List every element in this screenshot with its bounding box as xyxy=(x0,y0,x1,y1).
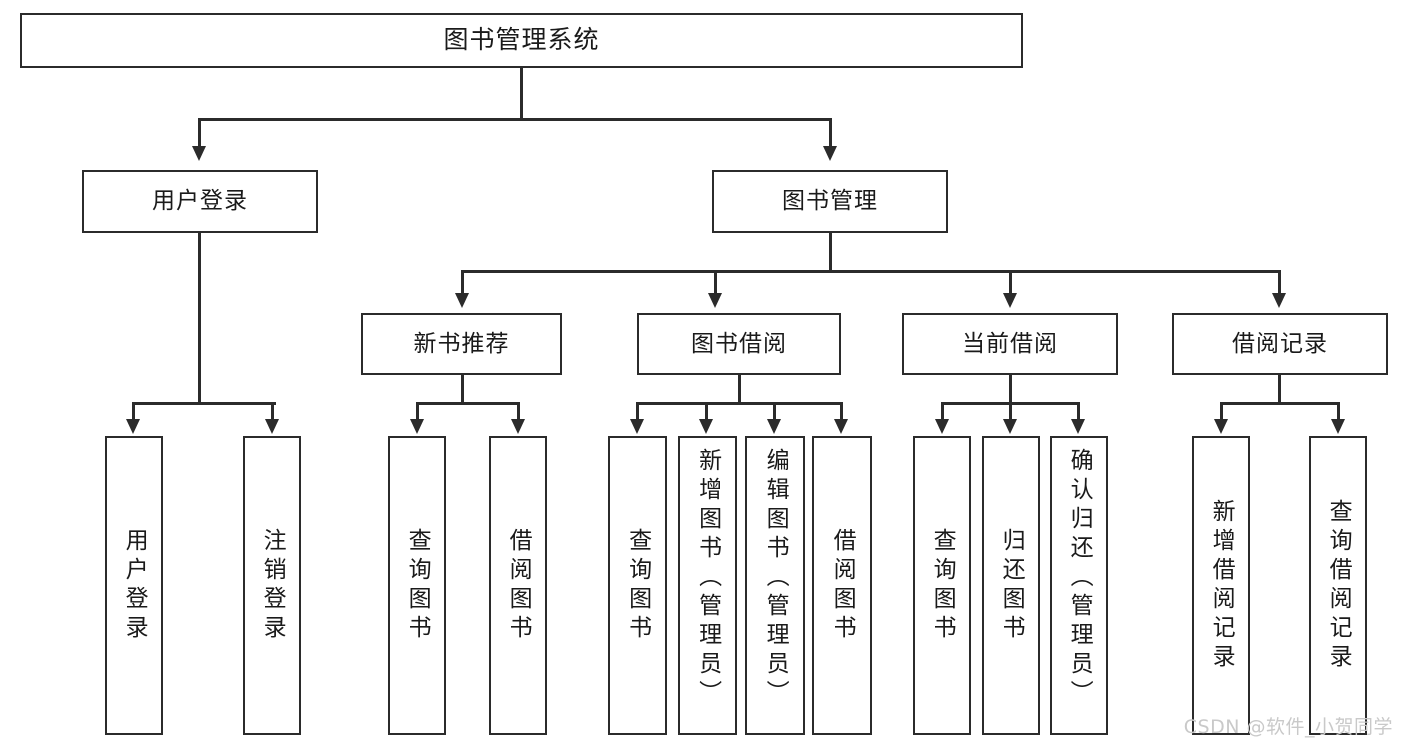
node-new-book-recommend[interactable]: 新书推荐 xyxy=(361,313,562,375)
edge-bb-to-leaf-2 xyxy=(705,402,708,421)
node-label: 当前借阅 xyxy=(962,330,1058,357)
edge-br-to-leaf-2 xyxy=(1337,402,1340,421)
node-current-borrow[interactable]: 当前借阅 xyxy=(902,313,1118,375)
edge-bm-to-borrow-record xyxy=(1278,270,1281,295)
edge-bb-to-leaf-4 xyxy=(840,402,843,421)
edge-book-borrow-bus xyxy=(636,402,843,405)
node-label: 借阅记录 xyxy=(1232,330,1328,357)
arrow-to-new-book-recommend xyxy=(455,293,469,308)
node-label: 用户登录 xyxy=(152,188,248,215)
leaf-add-borrow-record[interactable]: 新增借阅记录 xyxy=(1192,436,1250,735)
edge-cb-to-leaf-3 xyxy=(1077,402,1080,421)
node-label: 图书管理 xyxy=(782,188,878,215)
node-label: 用户登录 xyxy=(121,527,148,644)
edge-br-to-leaf-1 xyxy=(1220,402,1223,421)
arrow-to-leaf-query-book-1 xyxy=(410,419,424,434)
node-label: 借阅图书 xyxy=(829,527,856,644)
node-label: 图书借阅 xyxy=(691,330,787,357)
leaf-return-book[interactable]: 归还图书 xyxy=(982,436,1040,735)
edge-borrow-record-stem xyxy=(1278,375,1281,404)
arrow-to-leaf-confirm-return xyxy=(1071,419,1085,434)
edge-book-management-bus xyxy=(461,270,1280,273)
node-label: 新书推荐 xyxy=(413,330,510,357)
leaf-borrow-book-recommend[interactable]: 借阅图书 xyxy=(489,436,547,735)
node-book-management[interactable]: 图书管理 xyxy=(712,170,948,233)
arrow-to-current-borrow xyxy=(1003,293,1017,308)
edge-user-login-to-leaf-1 xyxy=(132,402,135,421)
leaf-user-login[interactable]: 用户登录 xyxy=(105,436,163,735)
node-borrow-record[interactable]: 借阅记录 xyxy=(1172,313,1388,375)
leaf-confirm-return-admin[interactable]: 确认归还（管理员） xyxy=(1050,436,1108,735)
arrow-to-leaf-query-book-3 xyxy=(935,419,949,434)
edge-root-bus xyxy=(198,118,832,121)
node-label: 新增图书（管理员） xyxy=(694,448,721,709)
edge-bm-to-new-book xyxy=(461,270,464,295)
edge-borrow-record-bus xyxy=(1220,402,1339,405)
leaf-query-book-recommend[interactable]: 查询图书 xyxy=(388,436,446,735)
edge-user-login-to-leaf-2 xyxy=(271,402,274,421)
arrow-to-leaf-return-book xyxy=(1003,419,1017,434)
arrow-to-book-borrow xyxy=(708,293,722,308)
edge-bm-to-book-borrow xyxy=(714,270,717,295)
node-label: 归还图书 xyxy=(998,527,1025,644)
node-root-book-management-system[interactable]: 图书管理系统 xyxy=(20,13,1023,68)
edge-root-to-book-management xyxy=(829,118,832,148)
node-label: 编辑图书（管理员） xyxy=(762,448,789,709)
edge-new-book-stem xyxy=(461,375,464,404)
edge-cb-to-leaf-1 xyxy=(941,402,944,421)
arrow-to-book-management xyxy=(823,146,837,161)
edge-root-to-user-login xyxy=(198,118,201,148)
edge-new-book-bus xyxy=(416,402,519,405)
edge-cb-to-leaf-2 xyxy=(1009,402,1012,421)
leaf-query-book-borrow[interactable]: 查询图书 xyxy=(608,436,667,735)
leaf-add-book-admin[interactable]: 新增图书（管理员） xyxy=(678,436,737,735)
leaf-query-book-current[interactable]: 查询图书 xyxy=(913,436,971,735)
arrow-to-leaf-query-record xyxy=(1331,419,1345,434)
arrow-to-leaf-add-book xyxy=(699,419,713,434)
edge-book-management-stem xyxy=(829,233,832,271)
edge-bb-to-leaf-1 xyxy=(636,402,639,421)
arrow-to-leaf-query-book-2 xyxy=(630,419,644,434)
arrow-to-borrow-record xyxy=(1272,293,1286,308)
leaf-edit-book-admin[interactable]: 编辑图书（管理员） xyxy=(745,436,805,735)
node-label: 借阅图书 xyxy=(505,527,532,644)
arrow-to-leaf-borrow-book-2 xyxy=(834,419,848,434)
arrow-to-leaf-add-record xyxy=(1214,419,1228,434)
arrow-to-user-login xyxy=(192,146,206,161)
edge-bb-to-leaf-3 xyxy=(773,402,776,421)
node-label: 查询图书 xyxy=(624,527,651,644)
edge-new-book-to-leaf-1 xyxy=(416,402,419,421)
edge-root-stem xyxy=(520,68,523,119)
node-label: 图书管理系统 xyxy=(443,25,600,55)
node-user-login[interactable]: 用户登录 xyxy=(82,170,318,233)
arrow-to-leaf-borrow-book-1 xyxy=(511,419,525,434)
arrow-to-leaf-user-login xyxy=(126,419,140,434)
leaf-logout[interactable]: 注销登录 xyxy=(243,436,301,735)
edge-book-borrow-stem xyxy=(738,375,741,404)
node-label: 注销登录 xyxy=(259,527,286,644)
leaf-query-borrow-record[interactable]: 查询借阅记录 xyxy=(1309,436,1367,735)
edge-bm-to-current-borrow xyxy=(1009,270,1012,295)
node-label: 查询图书 xyxy=(404,527,431,644)
arrow-to-leaf-edit-book xyxy=(767,419,781,434)
edge-user-login-bus xyxy=(132,402,276,405)
watermark-text: CSDN @软件_小贺同学 xyxy=(1183,716,1393,738)
edge-current-borrow-stem xyxy=(1009,375,1012,404)
edge-user-login-stem xyxy=(198,233,201,404)
node-label: 新增借阅记录 xyxy=(1208,498,1235,673)
arrow-to-leaf-logout xyxy=(265,419,279,434)
node-label: 查询借阅记录 xyxy=(1325,498,1352,673)
node-book-borrow[interactable]: 图书借阅 xyxy=(637,313,841,375)
node-label: 查询图书 xyxy=(929,527,956,644)
leaf-borrow-book[interactable]: 借阅图书 xyxy=(812,436,872,735)
node-label: 确认归还（管理员） xyxy=(1066,448,1093,709)
edge-new-book-to-leaf-2 xyxy=(517,402,520,421)
